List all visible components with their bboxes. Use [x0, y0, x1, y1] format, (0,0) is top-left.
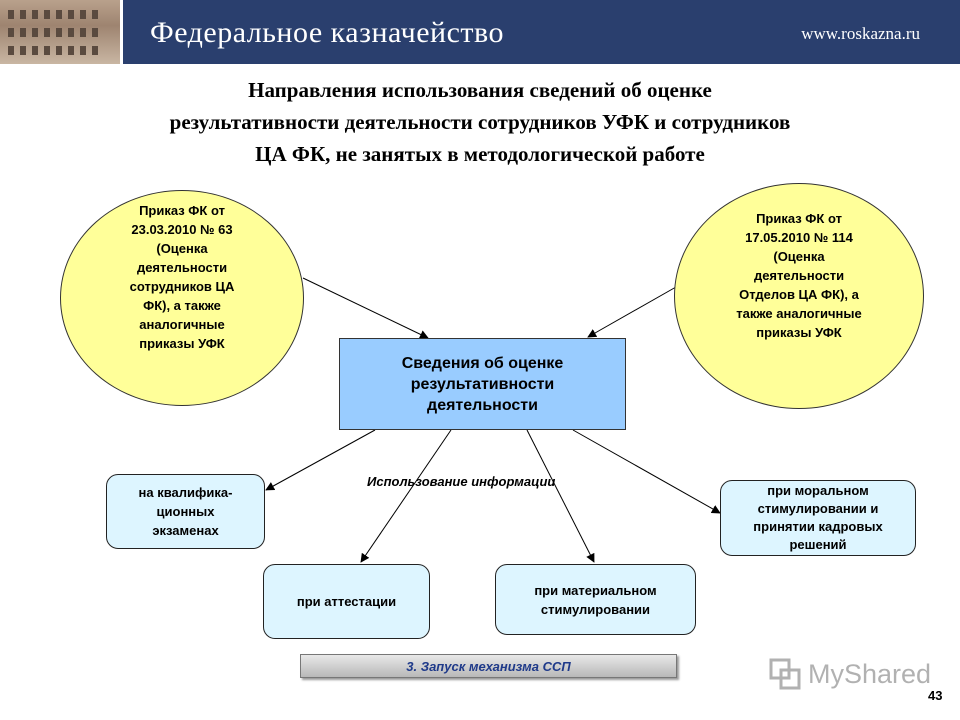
building-photo	[0, 0, 120, 64]
material-box: при материальном стимулировании	[495, 564, 696, 635]
arrow-left-order-to-center	[302, 277, 429, 339]
order-left-ellipse: Приказ ФК от 23.03.2010 № 63 (Оценка дея…	[60, 190, 304, 406]
watermark-text: MyShared	[808, 659, 932, 689]
attestation-box-text: при аттестации	[296, 594, 397, 609]
order-left-text: Приказ ФК от 23.03.2010 № 63 (Оценка дея…	[129, 203, 235, 351]
material-box-text: при материальном стимулировании	[534, 582, 657, 617]
arrow-center-to-material	[526, 429, 595, 563]
slide-title-line-1: Направления использования сведений об оц…	[248, 78, 712, 102]
arrow-center-to-attestation	[360, 429, 452, 563]
order-right-ellipse: Приказ ФК от 17.05.2010 № 114 (Оценка де…	[674, 183, 924, 409]
ssp-launch-bar[interactable]: 3. Запуск механизма ССП	[300, 654, 677, 678]
watermark: MyShared	[768, 655, 938, 695]
ssp-launch-text: 3. Запуск механизма ССП	[406, 658, 571, 674]
header-title: Федеральное казначейство	[150, 16, 504, 49]
slide-title-line-3: ЦА ФК, не занятых в методологической раб…	[255, 142, 705, 166]
arrow-right-order-to-center	[587, 286, 677, 338]
header-url: www.roskazna.ru	[801, 24, 920, 43]
order-right-text: Приказ ФК от 17.05.2010 № 114 (Оценка де…	[736, 210, 862, 340]
center-box: Сведения об оценке результативности деят…	[339, 338, 626, 430]
header-banner: Федеральное казначейство www.roskazna.ru	[0, 0, 960, 64]
slide-title-line-2: результативности деятельности сотруднико…	[169, 110, 791, 134]
watermark-icon	[769, 658, 801, 690]
arrow-center-to-moral	[572, 429, 721, 514]
moral-box-text: при моральном стимулировании и принятии …	[753, 483, 883, 552]
slide-title: Направления использования сведений об оц…	[40, 74, 920, 170]
exam-box-text: на квалифика- ционных экзаменах	[138, 485, 233, 538]
moral-box: при моральном стимулировании и принятии …	[720, 480, 916, 556]
attestation-box: при аттестации	[263, 564, 430, 639]
arrow-center-to-exam	[265, 429, 376, 491]
header-divider	[120, 0, 123, 64]
center-box-text: Сведения об оценке результативности деят…	[401, 354, 564, 414]
usage-label: Использование информации	[367, 474, 556, 489]
exam-box: на квалифика- ционных экзаменах	[106, 474, 265, 549]
page-number: 43	[928, 688, 943, 703]
